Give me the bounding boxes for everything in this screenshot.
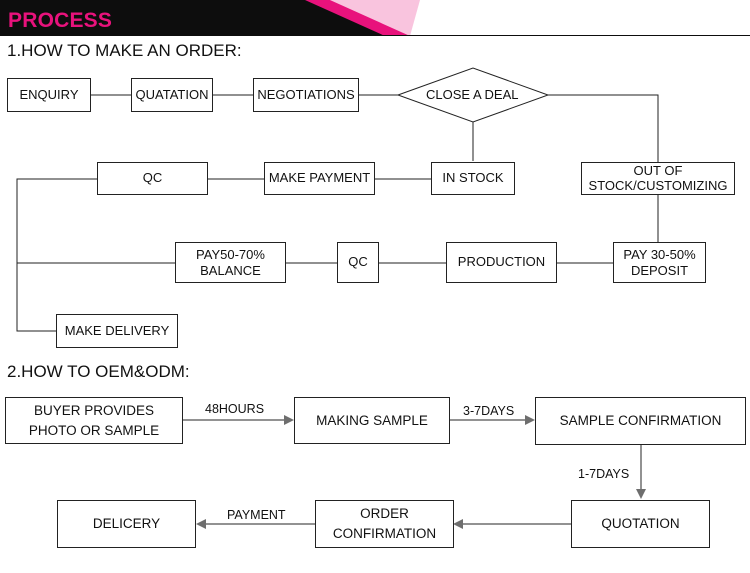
close-deal-diamond <box>396 67 550 123</box>
qc-top-box: QC <box>97 162 208 195</box>
making-sample-box: MAKING SAMPLE <box>294 397 450 444</box>
page-title: PROCESS <box>8 9 113 32</box>
in-stock-box: IN STOCK <box>431 162 515 195</box>
close-deal-label: CLOSE A DEAL <box>426 87 519 102</box>
edge-label-3-7days: 3-7DAYS <box>463 404 515 418</box>
quotation-box: QUATATION <box>131 78 213 112</box>
order-confirmation-box: ORDER CONFIRMATION <box>315 500 454 548</box>
section-1-title: 1.HOW TO MAKE AN ORDER: <box>7 41 242 60</box>
enquiry-box: ENQUIRY <box>7 78 91 112</box>
out-of-stock-box: OUT OF STOCK/CUSTOMIZING <box>581 162 735 195</box>
qc-mid-box: QC <box>337 242 379 283</box>
edge-label-1-7days: 1-7DAYS <box>578 467 630 481</box>
delivery-box: DELICERY <box>57 500 196 548</box>
buyer-provides-box: BUYER PROVIDES PHOTO OR SAMPLE <box>5 397 183 444</box>
edge-label-48hours: 48HOURS <box>205 402 265 416</box>
make-delivery-box: MAKE DELIVERY <box>56 314 178 348</box>
production-box: PRODUCTION <box>446 242 557 283</box>
pay-balance-box: PAY50-70% BALANCE <box>175 242 286 283</box>
section-2-title: 2.HOW TO OEM&ODM: <box>7 362 190 381</box>
edge-label-payment: PAYMENT <box>227 508 286 522</box>
quotation-oem-box: QUOTATION <box>571 500 710 548</box>
make-payment-box: MAKE PAYMENT <box>264 162 375 195</box>
sample-confirmation-box: SAMPLE CONFIRMATION <box>535 397 746 445</box>
header-banner <box>0 0 750 36</box>
negotiations-box: NEGOTIATIONS <box>253 78 359 112</box>
pay-deposit-box: PAY 30-50% DEPOSIT <box>613 242 706 283</box>
